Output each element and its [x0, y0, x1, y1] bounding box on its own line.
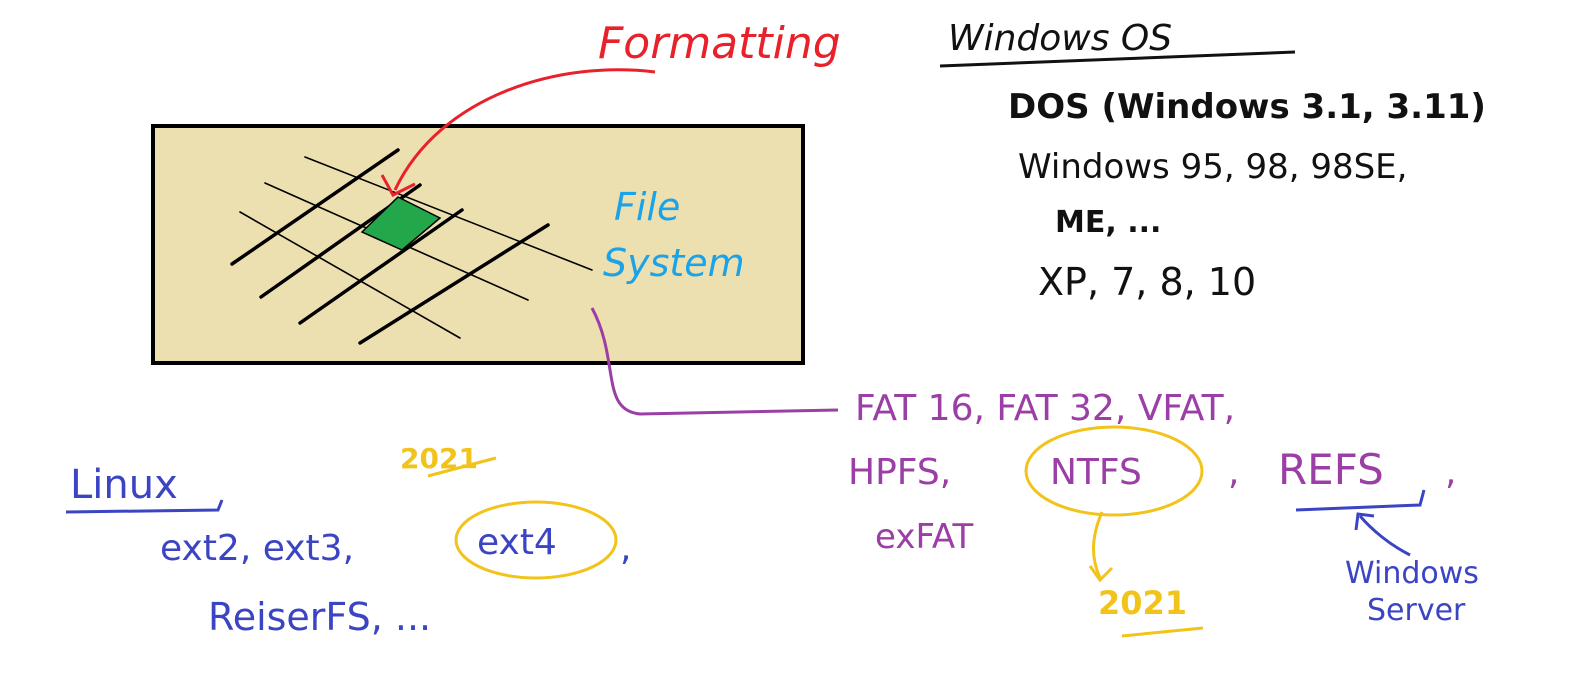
- windows-fs-exfat: exFAT: [875, 517, 973, 557]
- linux-year-underline: [427, 456, 497, 478]
- refs-note-arrowhead: [1354, 512, 1375, 531]
- windows-os-underline: [939, 50, 1296, 68]
- refs-note-arrow: [1358, 515, 1411, 557]
- formatted-sector: [360, 196, 442, 251]
- windows-os-line-1: DOS (Windows 3.1, 3.11): [1008, 87, 1486, 127]
- refs-underline: [1295, 489, 1426, 512]
- linux-fs-line-2: ReiserFS, ...: [208, 595, 431, 639]
- linux-underline: [65, 499, 224, 514]
- ntfs-highlight: [1024, 425, 1204, 517]
- linux-fs-ext4: ext4: [477, 522, 557, 563]
- file-system-grid: [230, 148, 593, 345]
- file-system-label-line2: System: [603, 241, 745, 285]
- windows-os-line-3: ME, ...: [1055, 205, 1161, 240]
- windows-os-heading: Windows OS: [948, 18, 1172, 59]
- linux-heading: Linux: [70, 462, 178, 508]
- windows-fs-hpfs: HPFS,: [848, 452, 951, 493]
- ntfs-year-underline: [1121, 626, 1204, 638]
- windows-fs-line-1: FAT 16, FAT 32, VFAT,: [855, 388, 1235, 429]
- ext4-highlight: [454, 500, 618, 580]
- ntfs-year-arrowhead: [1088, 565, 1114, 583]
- ntfs-year: 2021: [1098, 584, 1187, 622]
- file-system-label-line1: File: [614, 185, 680, 229]
- formatting-arrow: [393, 68, 656, 191]
- ntfs-year-arrow: [1092, 511, 1104, 579]
- disk-to-fs-connector: [590, 307, 839, 416]
- refs-note-line-2: Server: [1367, 593, 1466, 628]
- formatting-arrowhead: [380, 174, 416, 197]
- windows-fs-refs: REFS: [1278, 445, 1384, 494]
- linux-fs-comma: ,: [620, 528, 631, 569]
- linux-fs-line-1: ext2, ext3,: [160, 528, 354, 569]
- windows-os-line-4: XP, 7, 8, 10: [1038, 260, 1256, 304]
- windows-fs-ntfs: NTFS: [1050, 452, 1142, 493]
- windows-fs-comma-2: ,: [1445, 452, 1456, 493]
- formatting-label: Formatting: [598, 18, 841, 69]
- refs-note-line-1: Windows: [1345, 556, 1479, 591]
- windows-fs-comma-1: ,: [1228, 452, 1239, 493]
- linux-year: 2021: [400, 442, 478, 475]
- windows-os-line-2: Windows 95, 98, 98SE,: [1018, 147, 1407, 187]
